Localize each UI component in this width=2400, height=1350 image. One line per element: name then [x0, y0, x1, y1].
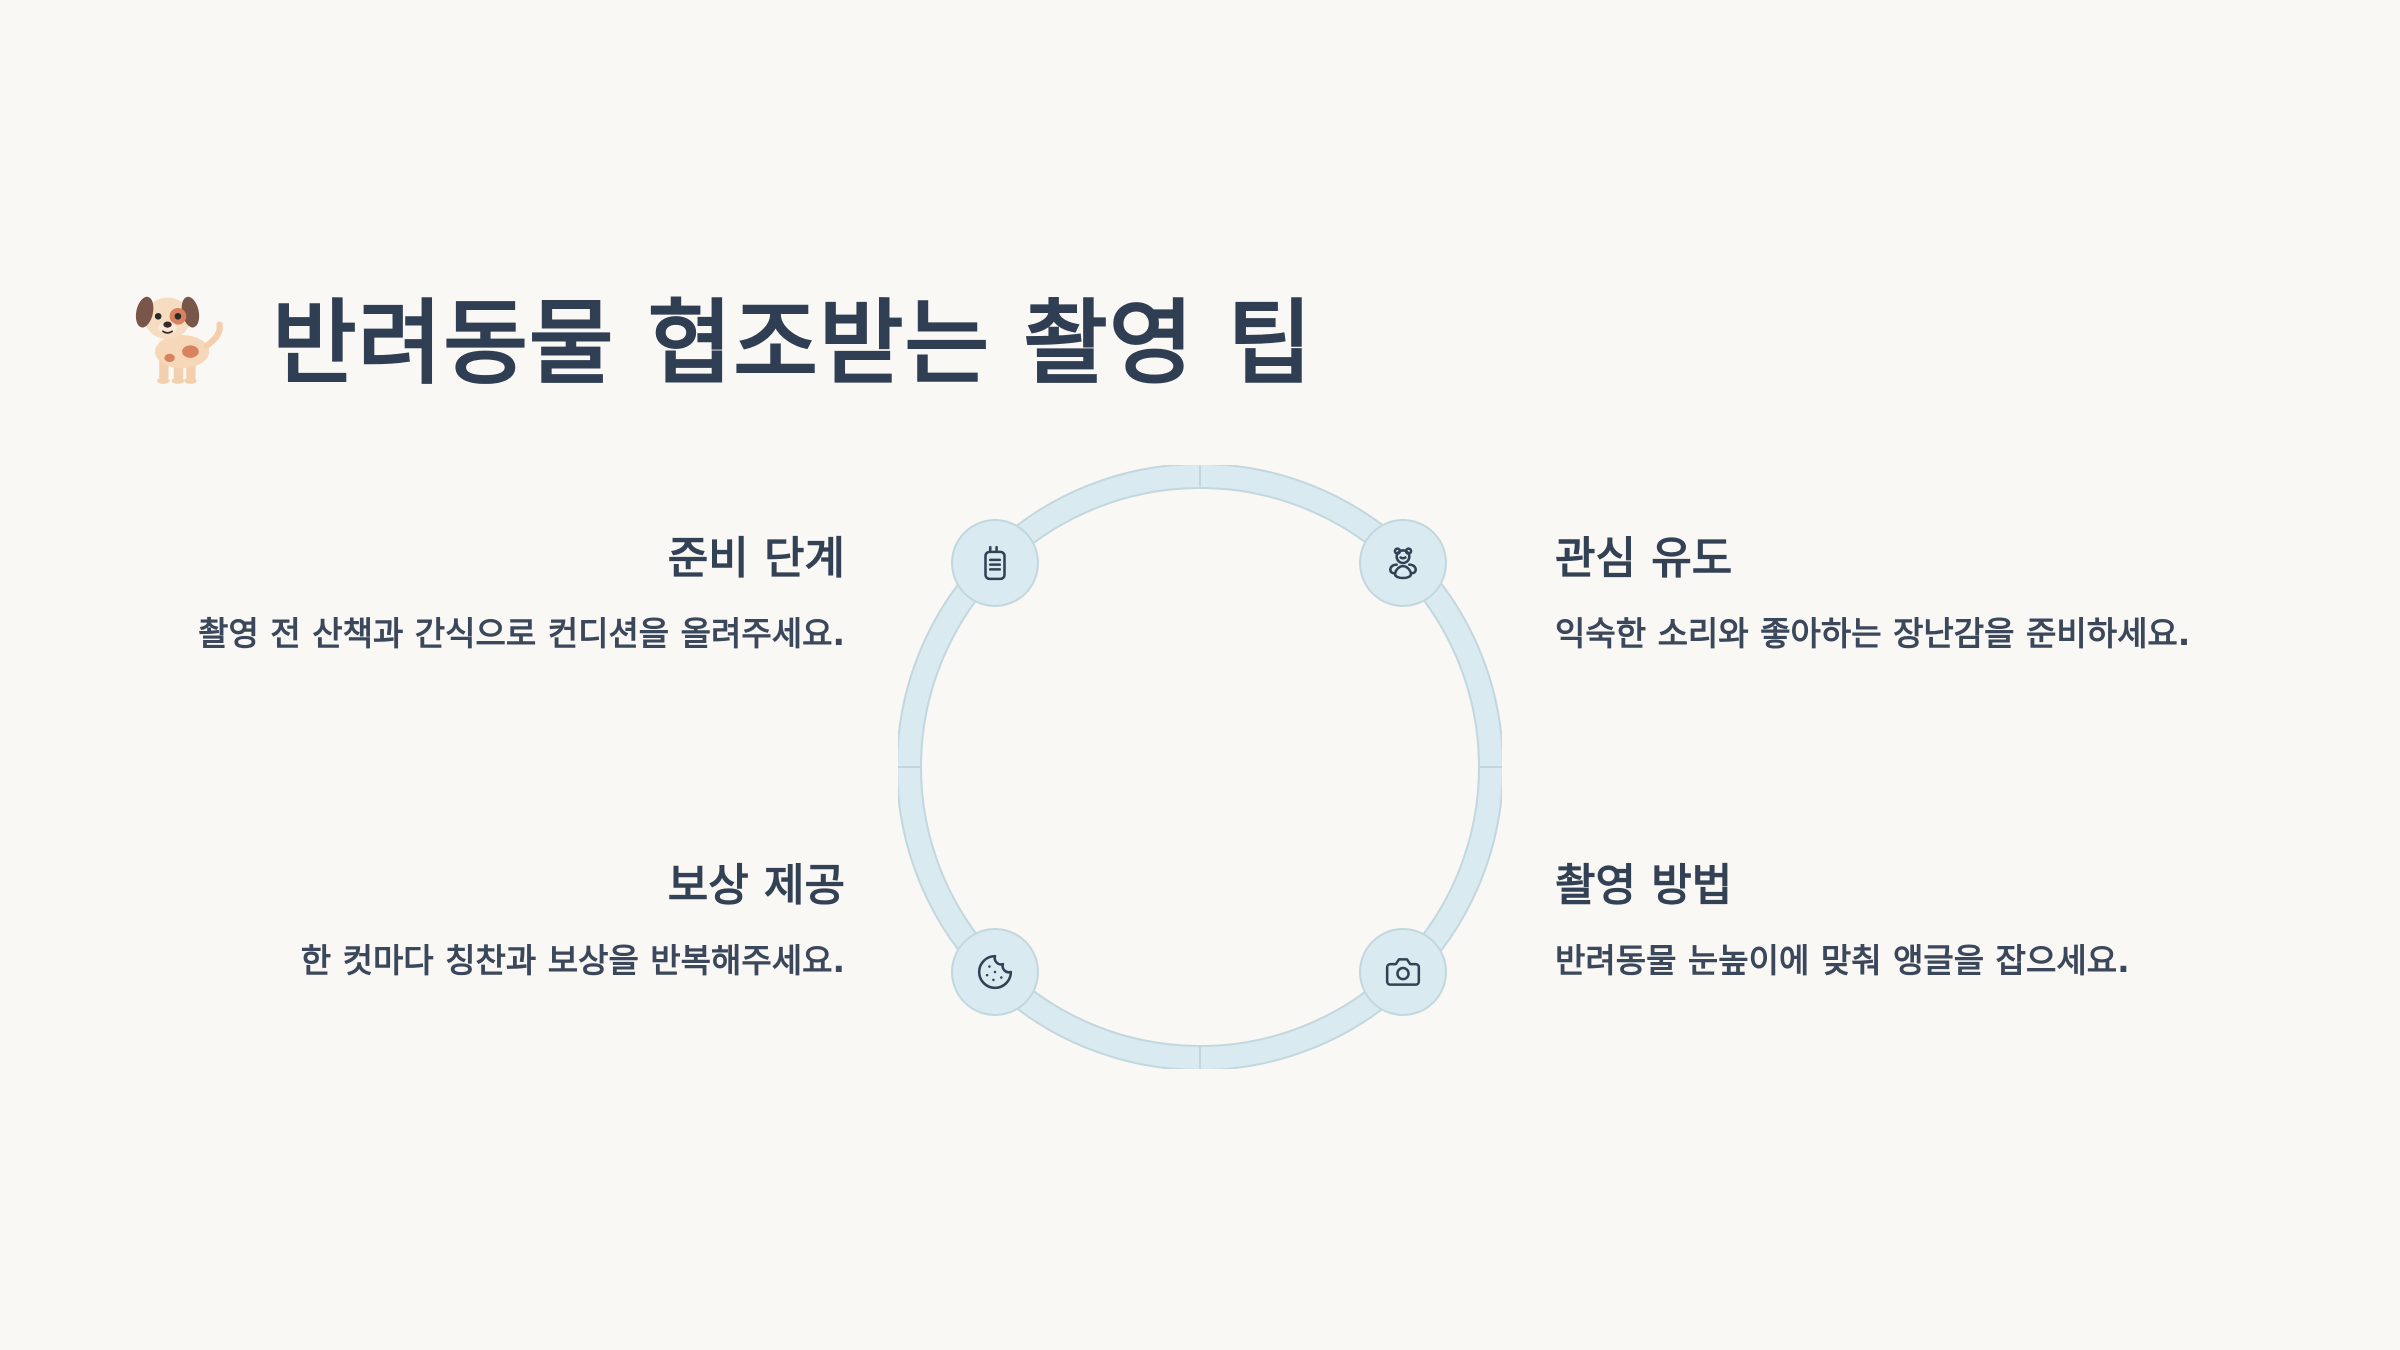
tip-description: 촬영 전 산책과 간식으로 컨디션을 올려주세요. — [198, 613, 845, 653]
tip-title: 관심 유도 — [1555, 533, 1733, 584]
dog-icon — [135, 296, 223, 384]
page-title: 반려동물 협조받는 촬영 팁 — [128, 270, 1313, 400]
tip-method: 촬영 방법 반려동물 눈높이에 맞춰 앵글을 잡으세요. — [1555, 860, 2355, 980]
page-title-text: 반려동물 협조받는 촬영 팁 — [272, 289, 1314, 397]
teddy-bear-icon — [1389, 547, 1417, 580]
tip-description: 익숙한 소리와 좋아하는 장난감을 준비하세요. — [1555, 613, 2191, 653]
walkie-talkie-icon — [984, 545, 1006, 581]
tip-prepare: 준비 단계 촬영 전 산책과 간식으로 컨디션을 올려주세요. — [45, 533, 845, 653]
step-node-reward — [951, 928, 1039, 1016]
tip-description: 반려동물 눈높이에 맞춰 앵글을 잡으세요. — [1555, 940, 2130, 980]
step-node-attention — [1359, 519, 1447, 607]
cookie-icon — [977, 954, 1013, 990]
tip-description: 한 컷마다 칭찬과 보상을 반복해주세요. — [300, 940, 845, 980]
camera-icon — [1385, 958, 1421, 986]
step-node-prepare — [951, 519, 1039, 607]
tip-reward: 보상 제공 한 컷마다 칭찬과 보상을 반복해주세요. — [45, 860, 845, 980]
tip-attention: 관심 유도 익숙한 소리와 좋아하는 장난감을 준비하세요. — [1555, 533, 2355, 653]
tip-title: 준비 단계 — [667, 533, 845, 584]
step-node-method — [1359, 928, 1447, 1016]
cycle-ring — [898, 465, 1502, 1069]
tip-title: 촬영 방법 — [1555, 860, 1733, 911]
tip-title: 보상 제공 — [667, 860, 845, 911]
